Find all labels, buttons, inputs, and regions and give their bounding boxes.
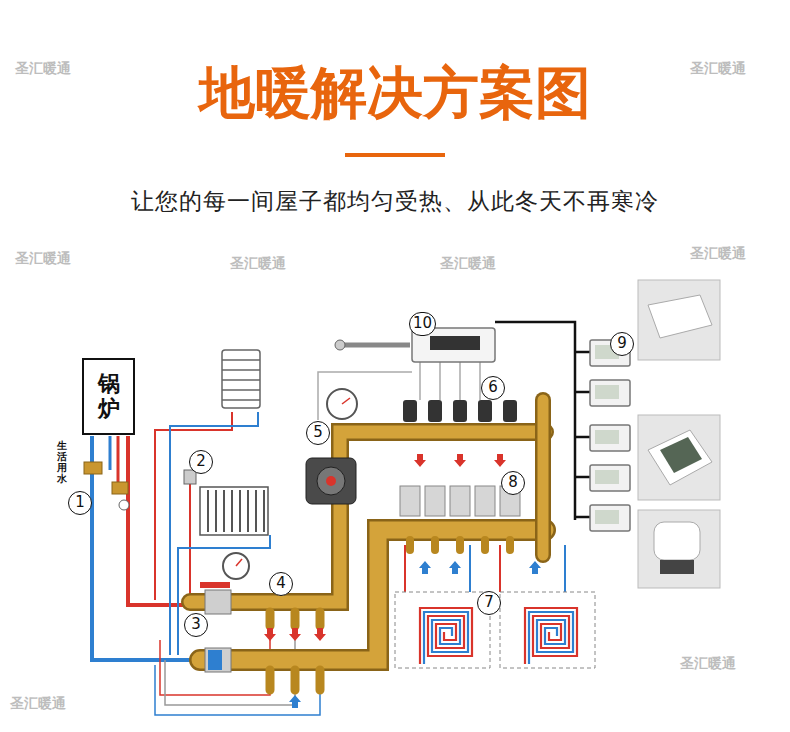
controls [335, 328, 630, 531]
pipes [92, 322, 590, 715]
title-divider [345, 153, 445, 157]
boiler-box: 锅炉 [82, 358, 135, 435]
floor-loops [395, 592, 595, 668]
panel-radiator [184, 470, 268, 535]
boiler-label: 锅炉 [98, 372, 120, 420]
callout-number: 8 [501, 471, 525, 495]
callout-number: 4 [269, 572, 293, 596]
watermark: 圣汇暖通 [680, 655, 736, 673]
callout-number: 6 [481, 376, 505, 400]
watermark: 圣汇暖通 [230, 255, 286, 273]
watermark: 圣汇暖通 [15, 250, 71, 268]
title-heading: 地暖解决方案图 [0, 62, 790, 124]
callout-number: 5 [306, 421, 330, 445]
watermark: 圣汇暖通 [690, 60, 746, 78]
callout-number: 2 [189, 450, 213, 474]
watermark: 圣汇暖通 [10, 695, 66, 713]
callout-number: 10 [409, 312, 436, 336]
watermark: 圣汇暖通 [15, 60, 71, 78]
towel-radiator [222, 350, 260, 408]
callout-number: 3 [184, 613, 208, 637]
valves-and-pump [200, 389, 541, 708]
callout-number: 1 [68, 491, 92, 515]
callout-number: 7 [477, 591, 501, 615]
watermark: 圣汇暖通 [440, 255, 496, 273]
brass-manifolds [190, 400, 545, 690]
vertical-label: 生活用水 [57, 440, 67, 484]
subtitle-caption: 让您的每一间屋子都均匀受热、从此冬天不再寒冷 [0, 188, 790, 216]
product-photos [638, 280, 720, 588]
watermark: 圣汇暖通 [690, 245, 746, 263]
callout-number: 9 [610, 332, 634, 356]
